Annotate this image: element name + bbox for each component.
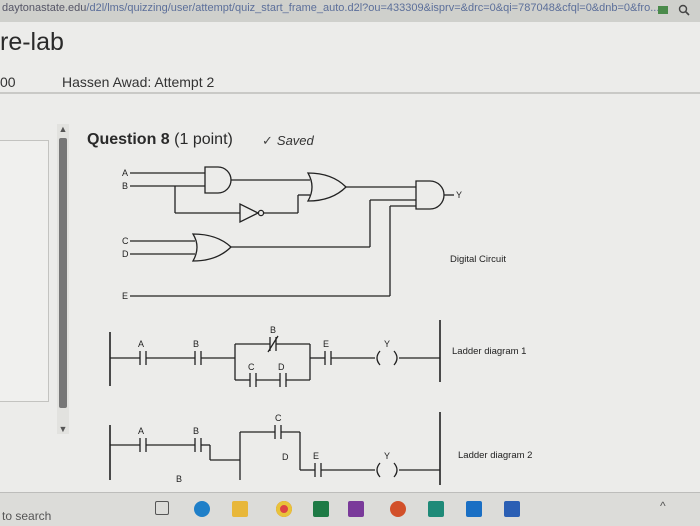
ladder2-label-d: D xyxy=(282,452,289,462)
input-label-b: B xyxy=(122,181,128,191)
files-icon[interactable] xyxy=(232,501,248,517)
outlook-icon[interactable] xyxy=(466,501,482,517)
input-label-c: C xyxy=(122,236,129,246)
input-label-a: A xyxy=(122,168,128,178)
and-gate-2 xyxy=(415,180,445,210)
ladder1-label-b: B xyxy=(193,339,199,349)
word-icon[interactable] xyxy=(504,501,520,517)
question-points: (1 point) xyxy=(174,131,233,148)
powerpoint-icon[interactable] xyxy=(390,501,406,517)
scrollbar-thumb[interactable] xyxy=(59,138,67,408)
scroll-down-icon[interactable]: ▼ xyxy=(58,424,68,434)
ladder1-label-e: E xyxy=(323,339,329,349)
score-value: 00 xyxy=(0,74,16,90)
question-title: Question 8 (1 point) xyxy=(87,131,233,149)
ladder2-label-b: B xyxy=(193,426,199,436)
ladder2-label-y: Y xyxy=(384,451,390,461)
taskbar: to search ^ xyxy=(0,492,700,526)
ladder2-label-c: C xyxy=(275,413,282,423)
quiz-page: re-lab 00 Hassen Awad: Attempt 2 ▲ ▼ Que… xyxy=(0,22,700,492)
and-gate-1 xyxy=(204,166,232,194)
url-text[interactable]: daytonastate.edu/d2l/lms/quizzing/user/a… xyxy=(2,2,659,14)
ladder1-label-a: A xyxy=(138,339,144,349)
ladder2-label-e: E xyxy=(313,451,319,461)
scroll-up-icon[interactable]: ▲ xyxy=(58,124,68,134)
onenote-icon[interactable] xyxy=(348,501,364,517)
not-gate xyxy=(239,202,260,224)
input-label-e: E xyxy=(122,291,128,301)
ladder2-caption: Ladder diagram 2 xyxy=(458,450,532,461)
circuit-diagram: A B C D E Y Digital Circuit A B B C D E … xyxy=(109,166,532,485)
course-title: re-lab xyxy=(0,28,64,56)
ladder2-label-b-lower: B xyxy=(176,474,182,484)
chrome-icon[interactable] xyxy=(276,501,292,517)
saved-status: ✓Saved xyxy=(262,133,314,149)
publisher-icon[interactable] xyxy=(428,501,444,517)
edge-icon[interactable] xyxy=(194,501,210,517)
question-number: Question 8 xyxy=(87,131,170,148)
check-icon: ✓ xyxy=(262,133,273,148)
question-nav-panel[interactable] xyxy=(0,140,49,402)
url-path: /d2l/lms/quizzing/user/attempt/quiz_star… xyxy=(86,2,660,14)
attempt-label: Hassen Awad: Attempt 2 xyxy=(62,74,215,90)
ladder1-label-c: C xyxy=(248,362,255,372)
output-label-y: Y xyxy=(456,190,462,200)
saved-label: Saved xyxy=(276,133,314,148)
or-gate-1 xyxy=(306,172,347,202)
ladder1-label-y: Y xyxy=(384,339,390,349)
ladder1-label-d: D xyxy=(278,362,285,372)
ladder1-label-b-nc: B xyxy=(270,325,276,335)
header-divider xyxy=(0,92,700,94)
scrollbar[interactable]: ▲ ▼ xyxy=(57,124,69,434)
address-bar[interactable]: daytonastate.edu/d2l/lms/quizzing/user/a… xyxy=(0,0,700,23)
or-gate-2 xyxy=(191,233,232,262)
taskbar-search[interactable]: to search xyxy=(2,509,52,523)
task-view-icon[interactable] xyxy=(155,501,169,515)
excel-icon[interactable] xyxy=(313,501,329,517)
extension-icon[interactable] xyxy=(657,4,669,16)
ladder2-label-a: A xyxy=(138,426,144,436)
url-host: daytonastate.edu xyxy=(2,2,87,14)
zoom-icon[interactable] xyxy=(678,4,690,16)
question-figure: A B C D E Y Digital Circuit A B B C D E … xyxy=(100,140,560,492)
ladder1-caption: Ladder diagram 1 xyxy=(452,346,526,357)
chevron-up-icon[interactable]: ^ xyxy=(660,499,666,513)
digital-circuit-caption: Digital Circuit xyxy=(450,254,506,265)
input-label-d: D xyxy=(122,249,129,259)
